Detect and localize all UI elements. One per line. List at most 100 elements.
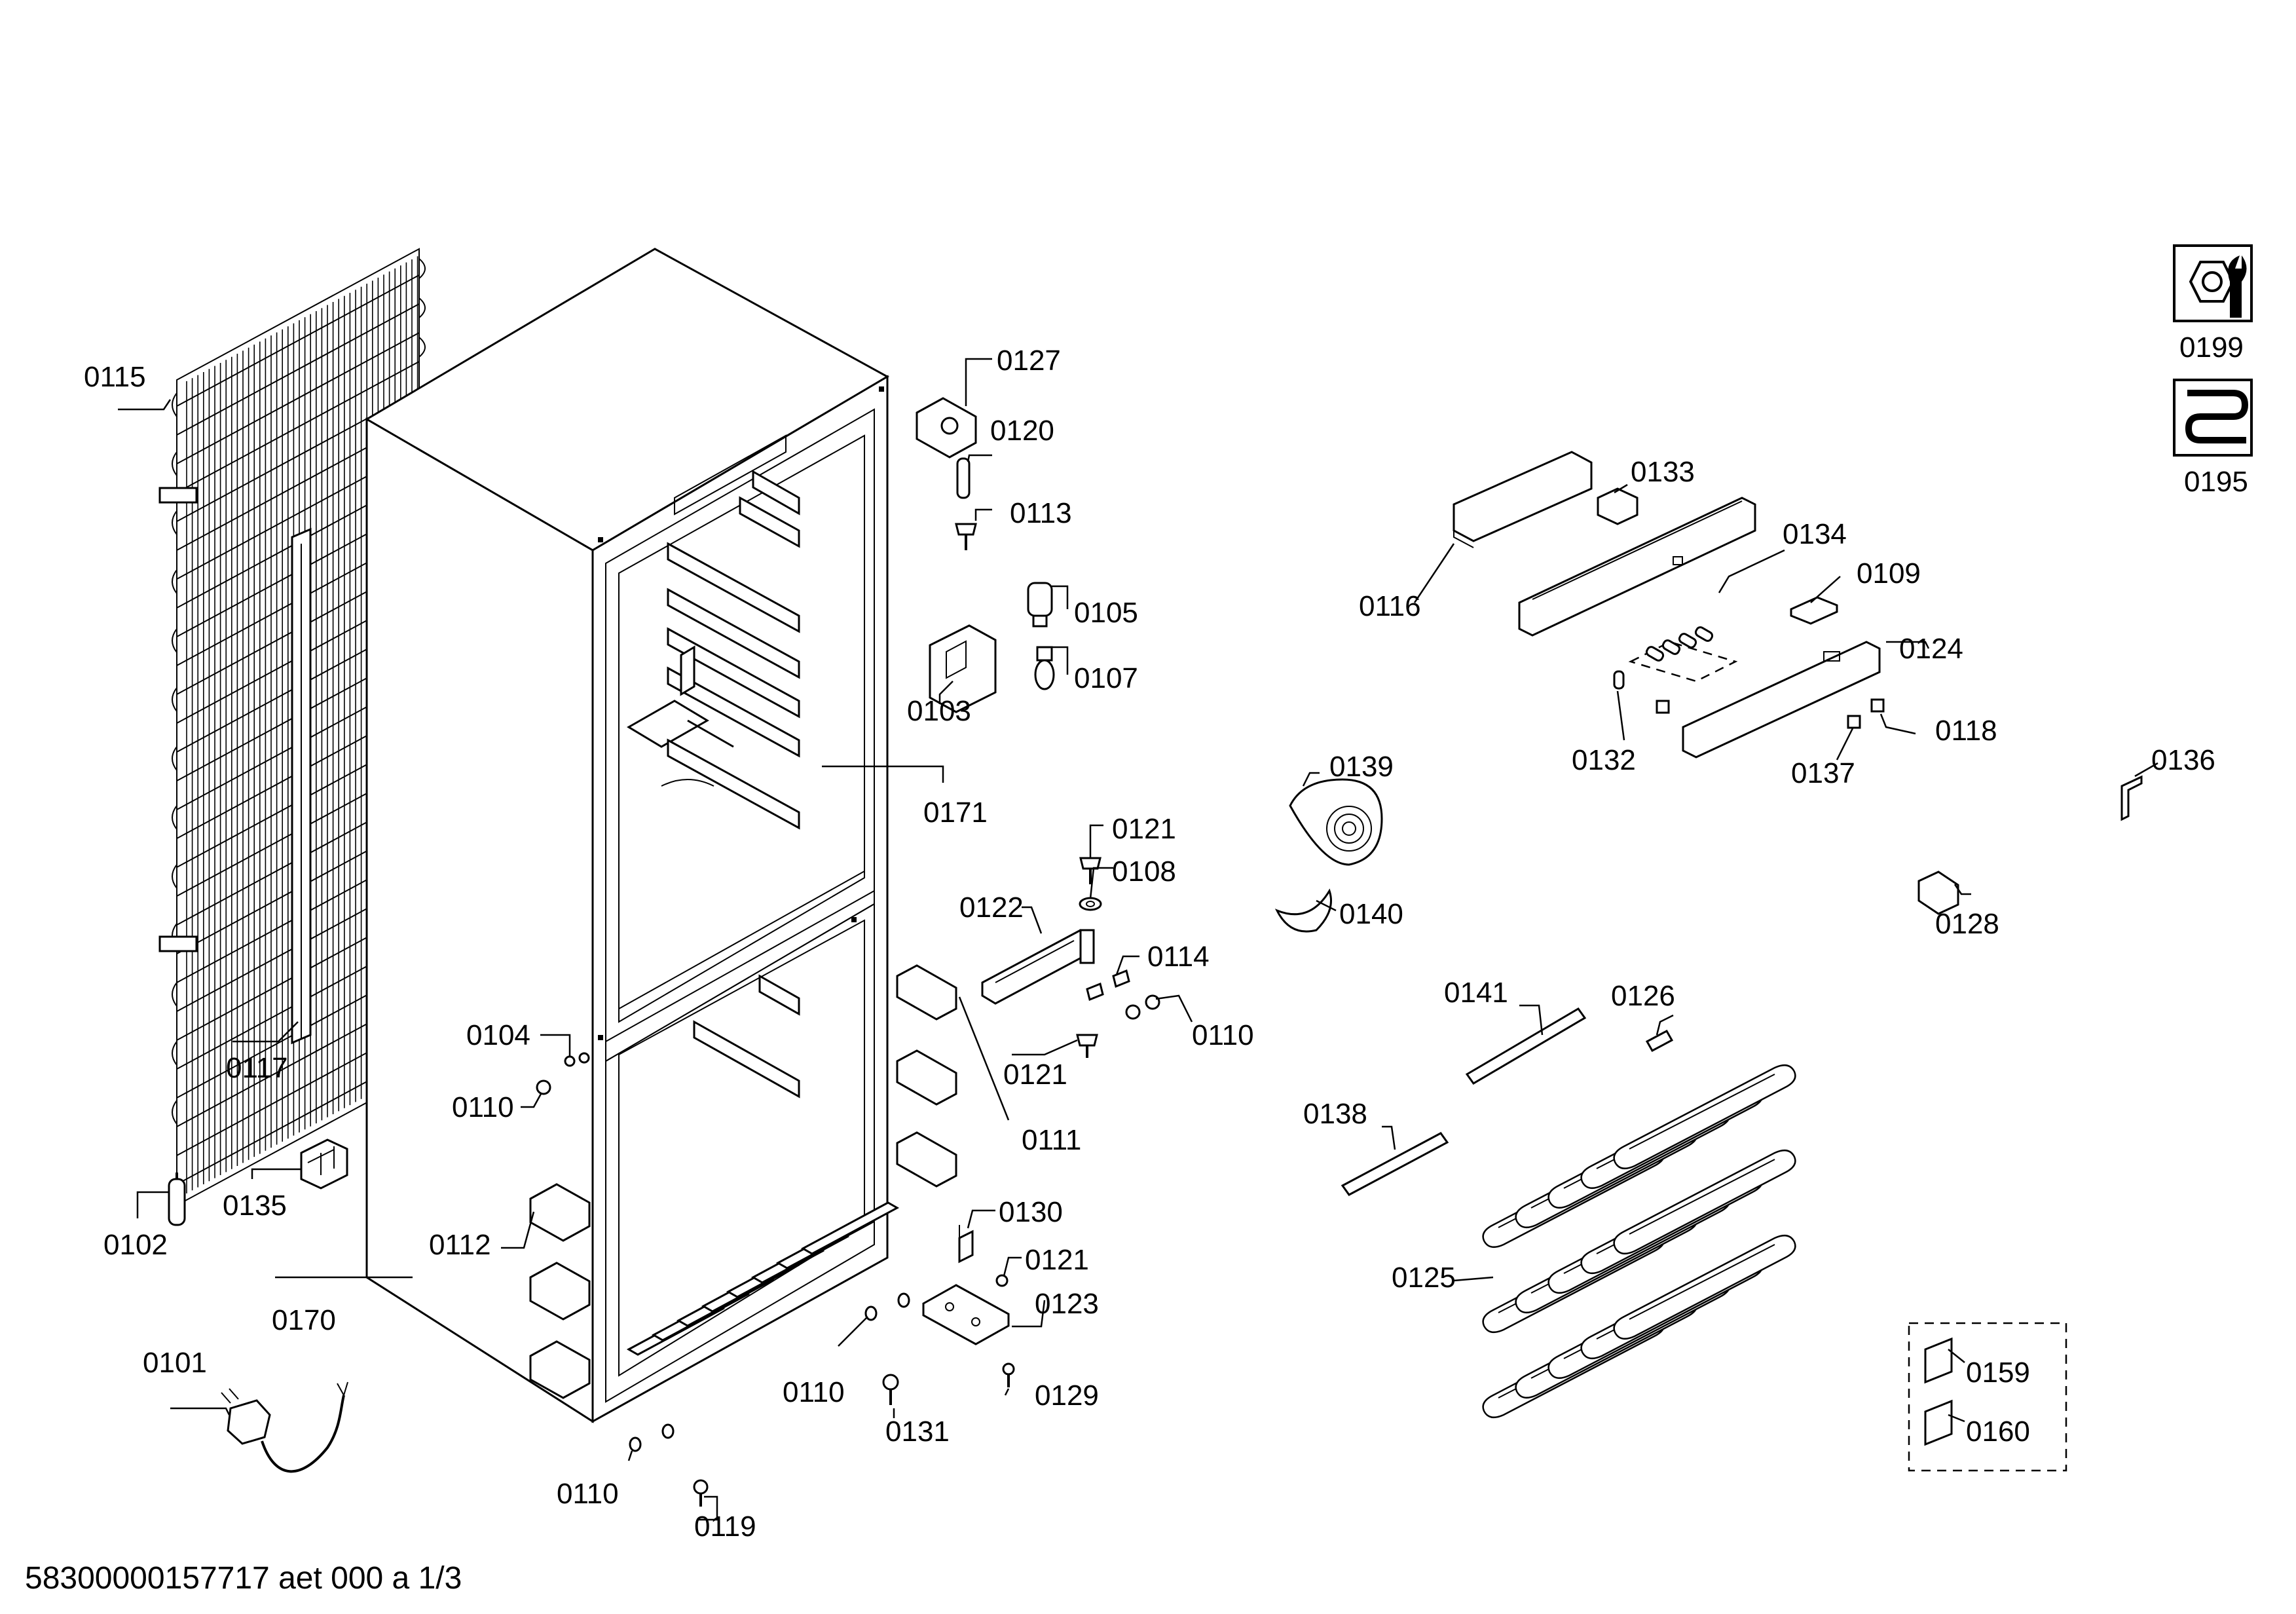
- refrigerant-coil-icon: [2173, 379, 2253, 457]
- callout-labels: 0115 0117 0102 0135 0101 0170 0104 0110 …: [84, 331, 2248, 1543]
- hinge-pin-0120: [956, 457, 971, 499]
- callout-0140: 0140: [1339, 898, 1403, 930]
- callout-0108: 0108: [1112, 855, 1176, 888]
- dryer-filter: [168, 1178, 186, 1226]
- screw-0121a: [1079, 857, 1102, 884]
- callout-0134: 0134: [1783, 518, 1847, 550]
- callout-0126: 0126: [1611, 980, 1675, 1012]
- screw-0121b: [1076, 1034, 1098, 1058]
- plate-0103: [929, 624, 997, 713]
- cover-0109: [1790, 596, 1838, 625]
- callout-0121c: 0121: [1025, 1244, 1089, 1276]
- washer-0108: [1079, 897, 1102, 911]
- small-part-0118: [1870, 698, 1885, 713]
- washers-0110c: [1125, 994, 1160, 1020]
- callout-0171: 0171: [923, 797, 988, 829]
- refrigerator-cabinet: [365, 248, 900, 1423]
- accessory-kit-box: [1908, 1322, 2067, 1472]
- callout-0113: 0113: [1010, 497, 1072, 529]
- callout-0111: 0111: [1022, 1124, 1081, 1156]
- switch-0133: [1597, 487, 1639, 525]
- callout-0170: 0170: [272, 1304, 336, 1336]
- screw-0131: [882, 1374, 899, 1405]
- callout-0119: 0119: [694, 1511, 756, 1543]
- callout-0131: 0131: [885, 1416, 950, 1448]
- door-stop-blocks: [529, 1183, 591, 1399]
- evaporator-0125: [1482, 1064, 1796, 1419]
- clip-0130: [958, 1225, 974, 1264]
- callout-0160: 0160: [1966, 1416, 2030, 1448]
- bottom-hinge-0123: [922, 1284, 1010, 1345]
- document-id: 58300000157717 aet 000 a 1/3: [25, 1561, 462, 1596]
- callout-0138: 0138: [1303, 1098, 1367, 1130]
- callout-0104: 0104: [466, 1019, 530, 1051]
- small-part-0137: [1847, 715, 1861, 729]
- callout-0102: 0102: [103, 1229, 168, 1261]
- lamp-0107: [1034, 646, 1055, 690]
- control-board-0116: [1518, 497, 1756, 637]
- callout-0122: 0122: [959, 891, 1024, 924]
- callout-0121b: 0121: [1003, 1059, 1067, 1091]
- power-cord-plug: [221, 1381, 348, 1473]
- callout-0116: 0116: [1359, 590, 1421, 622]
- callout-0112: 0112: [429, 1229, 491, 1261]
- middle-hinge-0122: [981, 929, 1095, 1005]
- tube-0126: [1645, 1029, 1674, 1053]
- screw-0121c: [995, 1274, 1009, 1287]
- small-parts-0132: [1613, 670, 1670, 714]
- callout-0103: 0103: [907, 695, 971, 727]
- callout-0195: 0195: [2184, 466, 2248, 498]
- bracket-0136: [2120, 775, 2143, 821]
- service-tools-icon: [2173, 244, 2253, 322]
- control-housing-0116: [1453, 451, 1593, 548]
- screw-0119: [693, 1479, 709, 1507]
- callout-0141: 0141: [1444, 977, 1508, 1009]
- lamp-holder-0105: [1027, 582, 1053, 628]
- screw-0129: [1002, 1362, 1015, 1387]
- shelf-support-blocks: [896, 964, 957, 1188]
- callout-0199: 0199: [2179, 331, 2244, 364]
- callout-0121a: 0121: [1112, 813, 1176, 845]
- callout-0129: 0129: [1035, 1379, 1099, 1412]
- callout-0139: 0139: [1329, 751, 1394, 783]
- callout-0114: 0114: [1147, 941, 1210, 973]
- screw-0113: [955, 523, 977, 550]
- callout-0123: 0123: [1035, 1288, 1099, 1320]
- callout-0109: 0109: [1857, 557, 1921, 590]
- mounting-clip: [300, 1138, 348, 1190]
- callout-0120: 0120: [990, 415, 1054, 447]
- fan-cover-0139: [1289, 778, 1383, 866]
- callout-0128: 0128: [1935, 908, 1999, 940]
- callout-0117: 0117: [226, 1052, 288, 1084]
- part-0128: [1917, 871, 1959, 915]
- panel-strip-0124: [1682, 641, 1881, 759]
- callout-0133: 0133: [1631, 456, 1695, 488]
- hinge-cover-0127: [916, 397, 977, 459]
- washers-bottom: [629, 1292, 910, 1452]
- fan-part-0140: [1274, 888, 1332, 933]
- callout-0125: 0125: [1392, 1262, 1456, 1294]
- callout-0118: 0118: [1935, 715, 1997, 747]
- callout-0135: 0135: [223, 1190, 287, 1222]
- callout-0132: 0132: [1572, 744, 1636, 776]
- callout-0124: 0124: [1899, 633, 1963, 665]
- strip-0138: [1341, 1132, 1449, 1196]
- callout-0137: 0137: [1791, 757, 1855, 789]
- callout-0105: 0105: [1074, 597, 1138, 629]
- callout-0107: 0107: [1074, 662, 1138, 694]
- callout-0127: 0127: [997, 345, 1061, 377]
- screws-0114: [1086, 969, 1130, 1002]
- callout-0110c: 0110: [1192, 1019, 1254, 1051]
- callout-0101: 0101: [143, 1347, 207, 1379]
- callout-0115: 0115: [84, 361, 146, 393]
- callout-0159: 0159: [1966, 1357, 2030, 1389]
- callout-0110d: 0110: [783, 1376, 845, 1408]
- leader-lines: [118, 358, 2158, 1521]
- callout-0130: 0130: [999, 1196, 1063, 1228]
- condenser-brace-bar: [291, 527, 312, 1045]
- callout-0136: 0136: [2151, 744, 2215, 776]
- callout-0110b: 0110: [557, 1478, 619, 1510]
- tube-0141: [1465, 1007, 1587, 1085]
- buttons-0134: [1628, 626, 1738, 683]
